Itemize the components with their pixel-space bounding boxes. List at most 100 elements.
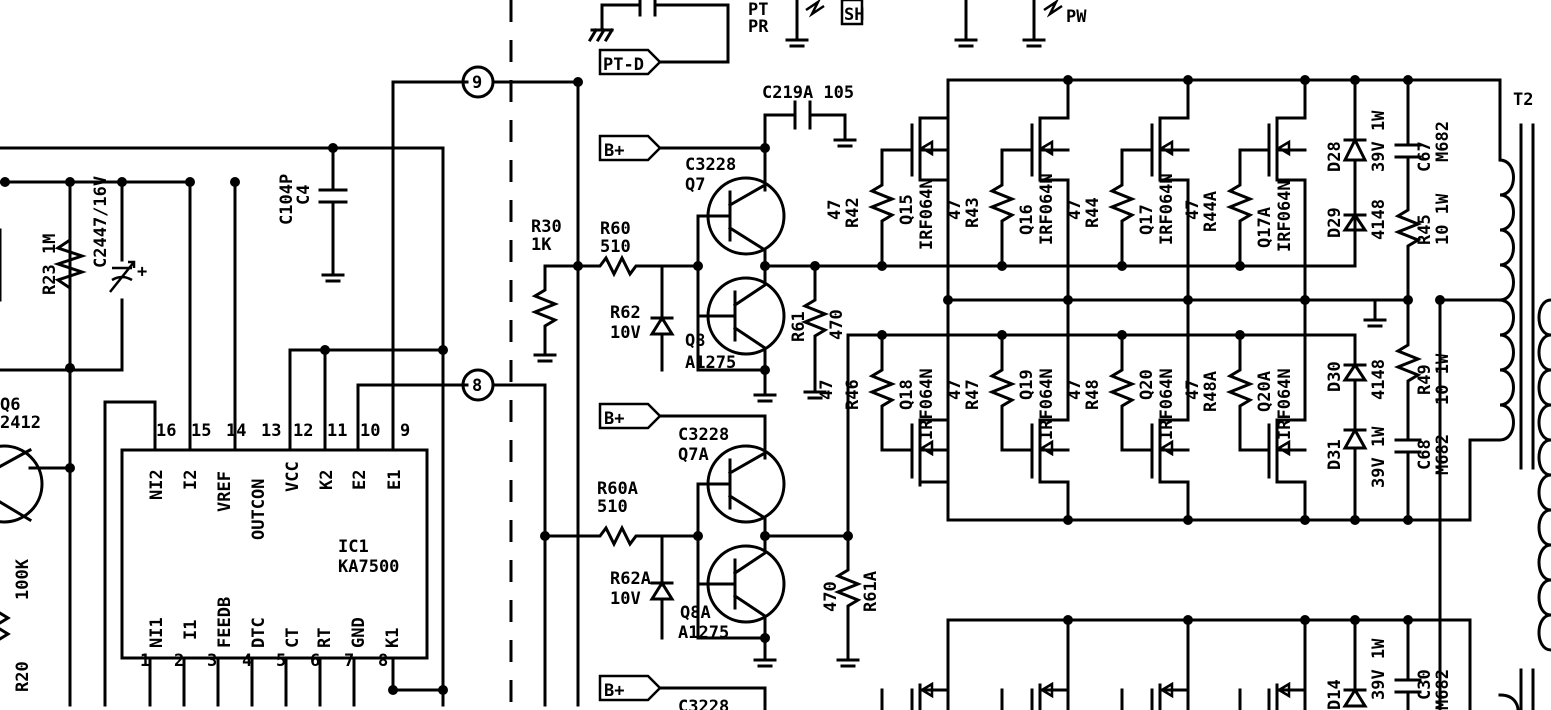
d28-label: D28 <box>1325 141 1345 172</box>
mosfet-bank-lower-partial: D14 39V 1W C30 M682 <box>880 618 1472 710</box>
q8-label: Q8 <box>685 331 705 351</box>
power-junction-dots <box>877 75 1445 625</box>
r49-label: R49 <box>1415 364 1435 395</box>
q6-transistor <box>0 444 44 524</box>
q20-label: Q20 <box>1137 369 1157 400</box>
c2447-label: C2447/16V <box>91 176 111 268</box>
r43-value: 47 <box>945 200 965 220</box>
q8-part: A1275 <box>685 353 736 373</box>
svg-text:+: + <box>137 262 147 282</box>
q15-part: IRF064N <box>917 178 937 250</box>
q20a-label: Q20A <box>1255 371 1275 412</box>
mosfet-bank-top: 47 R42 Q15 IRF064N 47 R43 Q16 IRF064N 47… <box>825 78 1502 522</box>
d31-label: D31 <box>1325 439 1345 470</box>
driver-stage-a: B+ C219A 105 C3228 Q7 Q8 A1275 R60 510 R… <box>530 83 950 403</box>
q17a-part: IRF064N <box>1275 180 1295 252</box>
pin-10-number: 10 <box>360 421 380 441</box>
q16-label: Q16 <box>1017 204 1037 235</box>
r60-value: 510 <box>600 237 631 257</box>
pt-d-port-label: PT-D <box>603 55 644 75</box>
r45-value: 10 1W <box>1433 193 1453 245</box>
pin-4-name: DTC <box>249 617 269 648</box>
r47-value: 47 <box>945 380 965 400</box>
pin-15-number: 15 <box>191 421 211 441</box>
d30-value: 4148 <box>1369 359 1389 400</box>
svg-text:B+: B+ <box>604 141 624 161</box>
q18-part: IRF064N <box>917 368 937 440</box>
r62-value: 10V <box>610 323 641 343</box>
r44a-value: 47 <box>1183 200 1203 220</box>
r60a-label: R60A <box>597 479 638 499</box>
q6-part-label: 2412 <box>0 413 41 433</box>
d30-label: D30 <box>1325 361 1345 392</box>
pin-13-name: OUTCON <box>249 479 269 540</box>
pin-11-number: 11 <box>327 421 347 441</box>
r46-label: R46 <box>843 379 863 410</box>
r20-label: R20 <box>13 661 33 692</box>
q20-part: IRF064N <box>1157 368 1177 440</box>
c68-value: M682 <box>1433 434 1453 475</box>
left-circuit: + R23 1M C2447/16V C104P C4 Q6 2412 100K… <box>0 80 469 707</box>
r42-value: 47 <box>825 200 845 220</box>
pin-7-name: GND <box>349 617 369 648</box>
q17a-label: Q17A <box>1255 207 1275 248</box>
d29-label: D29 <box>1325 207 1345 238</box>
ic1-body <box>120 448 429 660</box>
left-junction-dots <box>0 143 448 695</box>
q8a-label: Q8A <box>680 603 711 623</box>
r47-label: R47 <box>963 379 983 410</box>
q16-part: IRF064N <box>1037 173 1057 245</box>
r44-value: 47 <box>1065 200 1085 220</box>
svg-text:B+: B+ <box>604 681 624 701</box>
ic1-part: KA7500 <box>338 557 399 577</box>
r44-label: R44 <box>1083 197 1103 228</box>
r48a-label: R48A <box>1201 371 1221 412</box>
q17-label: Q17 <box>1137 204 1157 235</box>
r61-label: R61 <box>789 311 809 342</box>
q7-label: Q7 <box>685 175 705 195</box>
pin-3-name: FEEDB <box>215 597 235 648</box>
mosfet-bank-bottom: Q18 IRF064N R46 47 47 R47 Q19 IRF064N 47… <box>817 298 1357 522</box>
r45-label: R45 <box>1415 214 1435 245</box>
r49-value: 10 1W <box>1433 353 1453 405</box>
r61a-label: R61A <box>861 571 881 612</box>
d31-value: 39V 1W <box>1369 426 1389 488</box>
svg-text:B+: B+ <box>604 409 624 429</box>
pin-7-number: 7 <box>344 651 354 671</box>
c68-label: C68 <box>1415 439 1435 470</box>
bplus-port-a <box>598 134 662 162</box>
transformer-t2: T2 <box>1438 90 1551 710</box>
q6-label: Q6 <box>0 395 20 415</box>
q19-label: Q19 <box>1017 369 1037 400</box>
pin-12-number: 12 <box>293 421 313 441</box>
pin-16-name: NI2 <box>147 469 167 500</box>
pt-d-port <box>598 48 662 76</box>
q7a-label: Q7A <box>678 445 709 465</box>
pin-10-name: E2 <box>350 470 370 490</box>
d29-value: 4148 <box>1369 199 1389 240</box>
d14-label: D14 <box>1325 679 1345 710</box>
svg-text:9: 9 <box>472 73 482 93</box>
connector-8: 8 <box>461 368 547 707</box>
q17-part: IRF064N <box>1157 173 1177 245</box>
c67-label: C67 <box>1415 141 1435 172</box>
bplus-port-c <box>598 674 662 702</box>
r20-value-label: 100K <box>13 558 33 600</box>
driver-stage-b: B+ C3228 Q7A Q8A A1275 R60A 510 R62A 10V… <box>543 333 881 710</box>
r61-value: 470 <box>827 309 847 340</box>
pin-14-name: VREF <box>215 471 235 512</box>
r60-label: R60 <box>600 219 631 239</box>
pin-9-number: 9 <box>400 421 410 441</box>
pin-14-number: 14 <box>226 421 246 441</box>
ic1-ref: IC1 <box>338 537 369 557</box>
pw-label: PW <box>1066 7 1087 27</box>
q15-label: Q15 <box>897 194 917 225</box>
pin-3-number: 3 <box>207 651 217 671</box>
pin-4-number: 4 <box>242 651 252 671</box>
sh-label: SH <box>844 5 864 25</box>
pin-1-name: NI1 <box>147 617 167 648</box>
r48a-value: 47 <box>1183 380 1203 400</box>
r60a-value: 510 <box>597 497 628 517</box>
pin-8-number: 8 <box>378 651 388 671</box>
